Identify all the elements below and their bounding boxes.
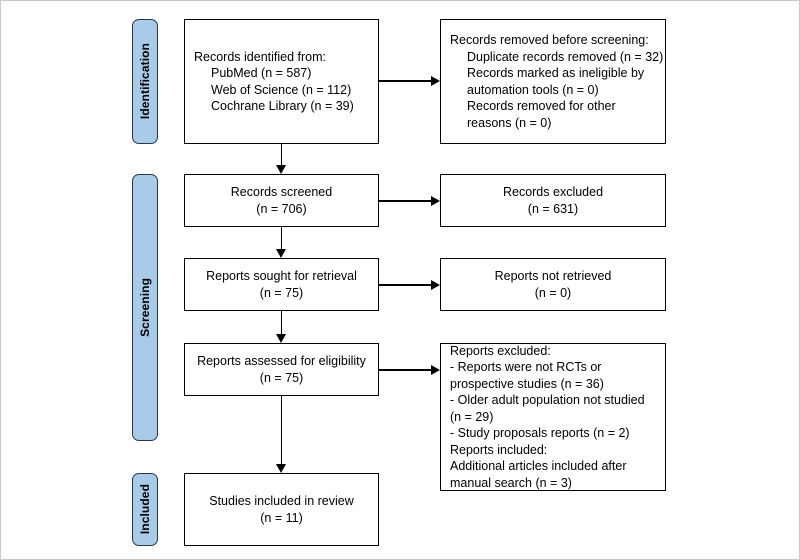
records-identified-line-1: PubMed (n = 587): [211, 66, 312, 80]
arrow-screened-to-sought: [276, 249, 286, 258]
studies-included-line-1: (n = 11): [260, 510, 303, 525]
connector-identified-to-removed: [379, 80, 431, 82]
arrow-sought-to-assessed: [276, 334, 286, 343]
box-records-excluded: Records excluded (n = 631): [440, 174, 666, 227]
stage-label-included: Included: [138, 484, 152, 535]
stage-label-screening: Screening: [138, 278, 152, 337]
box-reports-assessed: Reports assessed for eligibility (n = 75…: [184, 343, 379, 396]
reports-included-line-1: Additional articles included after: [450, 459, 627, 474]
reports-excluded-line-4: (n = 29): [450, 409, 494, 424]
stage-band-screening: Screening: [132, 174, 158, 441]
reports-sought-line-1: (n = 75): [259, 285, 304, 300]
reports-sought-line-0: Reports sought for retrieval: [206, 269, 357, 283]
box-studies-included: Studies included in review (n = 11): [184, 473, 379, 546]
studies-included-line-0: Studies included in review: [209, 494, 354, 508]
records-identified-line-3: Cochrane Library (n = 39): [211, 99, 354, 113]
records-removed-line-5: reasons (n = 0): [467, 115, 552, 130]
reports-included-line-2: manual search (n = 3): [450, 475, 572, 490]
records-screened-line-1: (n = 706): [256, 201, 307, 216]
connector-assessed-to-excluded: [379, 369, 431, 371]
connector-identified-to-screened: [280, 144, 283, 165]
reports-excluded-line-1: - Reports were not RCTs or: [450, 360, 602, 375]
records-removed-line-2: Records marked as ineligible by: [467, 66, 645, 80]
arrow-screened-to-excluded: [431, 195, 440, 206]
reports-excluded-line-2: prospective studies (n = 36): [450, 376, 604, 391]
records-identified-line-0: Records identified from:: [194, 49, 327, 64]
stage-band-included: Included: [132, 473, 158, 546]
records-excluded-line-1: (n = 631): [527, 201, 579, 216]
box-records-identified: Records identified from: PubMed (n = 587…: [184, 19, 379, 144]
records-removed-line-0: Records removed before screening:: [450, 33, 649, 47]
box-reports-excluded: Reports excluded: - Reports were not RCT…: [440, 343, 666, 491]
stage-label-identification: Identification: [138, 43, 152, 120]
reports-excluded-line-5: - Study proposals reports (n = 2): [450, 426, 630, 441]
records-removed-line-3: automation tools (n = 0): [467, 82, 599, 97]
arrow-assessed-to-excluded: [431, 364, 440, 375]
connector-sought-to-not-retrieved: [379, 284, 431, 286]
reports-included-line-0: Reports included:: [450, 442, 548, 457]
reports-assessed-line-1: (n = 75): [259, 370, 304, 385]
arrow-identified-to-screened: [276, 165, 286, 174]
records-identified-line-2: Web of Science (n = 112): [211, 82, 352, 97]
records-screened-line-0: Records screened: [230, 185, 333, 199]
arrow-sought-to-not-retrieved: [431, 279, 440, 290]
arrow-identified-to-removed: [431, 75, 440, 86]
box-reports-not-retrieved: Reports not retrieved (n = 0): [440, 258, 666, 311]
reports-not-retrieved-line-1: (n = 0): [534, 285, 572, 300]
reports-not-retrieved-line-0: Reports not retrieved: [494, 269, 612, 283]
records-removed-line-4: Records removed for other: [467, 99, 616, 113]
connector-screened-to-sought: [280, 227, 283, 249]
arrow-assessed-to-included: [276, 464, 286, 473]
box-records-screened: Records screened (n = 706): [184, 174, 379, 227]
stage-band-identification: Identification: [132, 19, 158, 144]
box-records-removed: Records removed before screening: Duplic…: [440, 19, 666, 144]
connector-assessed-to-included: [280, 396, 283, 464]
connector-sought-to-assessed: [280, 311, 283, 334]
records-removed-line-1: Duplicate records removed (n = 32): [467, 49, 664, 64]
connector-screened-to-excluded: [379, 200, 431, 202]
box-reports-sought: Reports sought for retrieval (n = 75): [184, 258, 379, 311]
records-excluded-line-0: Records excluded: [502, 185, 604, 199]
reports-assessed-line-0: Reports assessed for eligibility: [197, 354, 366, 368]
reports-excluded-line-0: Reports excluded:: [450, 343, 551, 358]
reports-excluded-line-3: - Older adult population not studied: [450, 393, 645, 408]
